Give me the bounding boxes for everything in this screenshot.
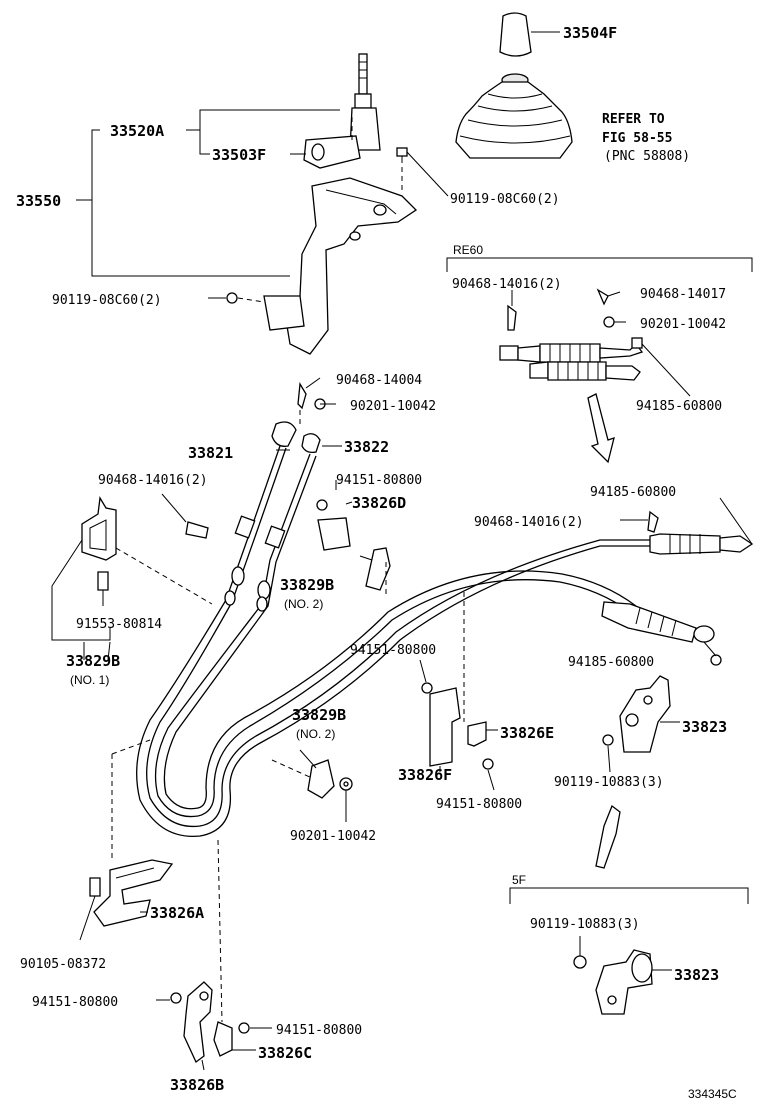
bracket-33823-upper: [595, 675, 680, 869]
label-91553-80814: 91553-80814: [76, 617, 162, 632]
bracket-33826f: [419, 659, 461, 772]
label-90201-10042-upper: 90201-10042: [350, 399, 436, 414]
label-33829b-no2-lower: 33829B: [292, 706, 346, 724]
bracket-33826e: [467, 721, 498, 791]
label-90201-10042-re60: 90201-10042: [640, 317, 726, 332]
label-94185-60800-right: 94185-60800: [590, 485, 676, 500]
clip-33829b-no2-lower: [271, 749, 353, 822]
label-94151-80800-upper: 94151-80800: [336, 473, 422, 488]
label-33821: 33821: [188, 444, 233, 462]
label-33550: 33550: [16, 192, 61, 210]
label-94185-60800-lower: 94185-60800: [568, 655, 654, 670]
shift-cables: [136, 445, 754, 837]
5f-group: [509, 887, 749, 1015]
shift-lever-boot: [455, 73, 573, 159]
clip-33829b-no1: [51, 493, 213, 641]
bolt-90119-08c60-top: [396, 147, 449, 197]
label-90105-08372: 90105-08372: [20, 957, 106, 972]
bracket-33826b: [156, 981, 213, 1071]
label-90468-14016-left: 90468-14016(2): [98, 473, 208, 488]
shift-knob: [499, 12, 560, 57]
refer-line-3: (PNC 58808): [604, 149, 690, 164]
label-33520a: 33520A: [110, 122, 164, 140]
label-33826e: 33826E: [500, 724, 554, 742]
label-re60: RE60: [453, 243, 483, 257]
label-90468-14004: 90468-14004: [336, 373, 422, 388]
label-33504f: 33504F: [563, 24, 617, 42]
label-90201-10042-lower: 90201-10042: [290, 829, 376, 844]
label-33826b: 33826B: [170, 1076, 224, 1094]
label-33829b-no2-upper: 33829B: [280, 576, 334, 594]
re60-group: [446, 257, 753, 464]
refer-line-1: REFER TO: [602, 112, 665, 127]
label-33503f: 33503F: [212, 146, 266, 164]
label-33823-upper: 33823: [682, 718, 727, 736]
refer-line-2: FIG 58-55: [602, 131, 672, 146]
label-90119-08c60-top: 90119-08C60(2): [450, 192, 560, 207]
bracket-33826c: [213, 1021, 272, 1057]
bracket-33826a: [79, 859, 174, 941]
label-94151-80800-mid: 94151-80800: [350, 643, 436, 658]
label-94185-60800-re60: 94185-60800: [636, 399, 722, 414]
label-90119-08c60-left: 90119-08C60(2): [52, 293, 162, 308]
label-90468-14016-re60: 90468-14016(2): [452, 277, 562, 292]
label-no1: (NO. 1): [70, 673, 109, 687]
label-5f: 5F: [512, 873, 526, 887]
label-33822: 33822: [344, 438, 389, 456]
cable-ends-upper: [271, 377, 342, 454]
figure-number: 334345C: [688, 1087, 737, 1101]
label-94151-80800-lower-mid: 94151-80800: [436, 797, 522, 812]
label-94151-80800-bottom-right: 94151-80800: [276, 1023, 362, 1038]
bracket-33826d: [316, 480, 391, 591]
clip-90468-14016-right: [620, 510, 659, 533]
label-90468-14016-right: 90468-14016(2): [474, 515, 584, 530]
shift-lever-assembly: [237, 53, 418, 355]
label-90468-14017: 90468-14017: [640, 287, 726, 302]
label-no2-lower: (NO. 2): [296, 727, 335, 741]
label-33829b-no1: 33829B: [66, 652, 120, 670]
label-90119-10883-5f: 90119-10883(3): [530, 917, 640, 932]
label-33826d: 33826D: [352, 494, 406, 512]
label-33826c: 33826C: [258, 1044, 312, 1062]
bolt-90119-08c60-left: [226, 292, 238, 304]
label-90119-10883-upper: 90119-10883(3): [554, 775, 664, 790]
label-33826a: 33826A: [150, 904, 204, 922]
label-no2-upper: (NO. 2): [284, 597, 323, 611]
label-33826f: 33826F: [398, 766, 452, 784]
label-33823-5f: 33823: [674, 966, 719, 984]
label-94151-80800-bottom-left: 94151-80800: [32, 995, 118, 1010]
